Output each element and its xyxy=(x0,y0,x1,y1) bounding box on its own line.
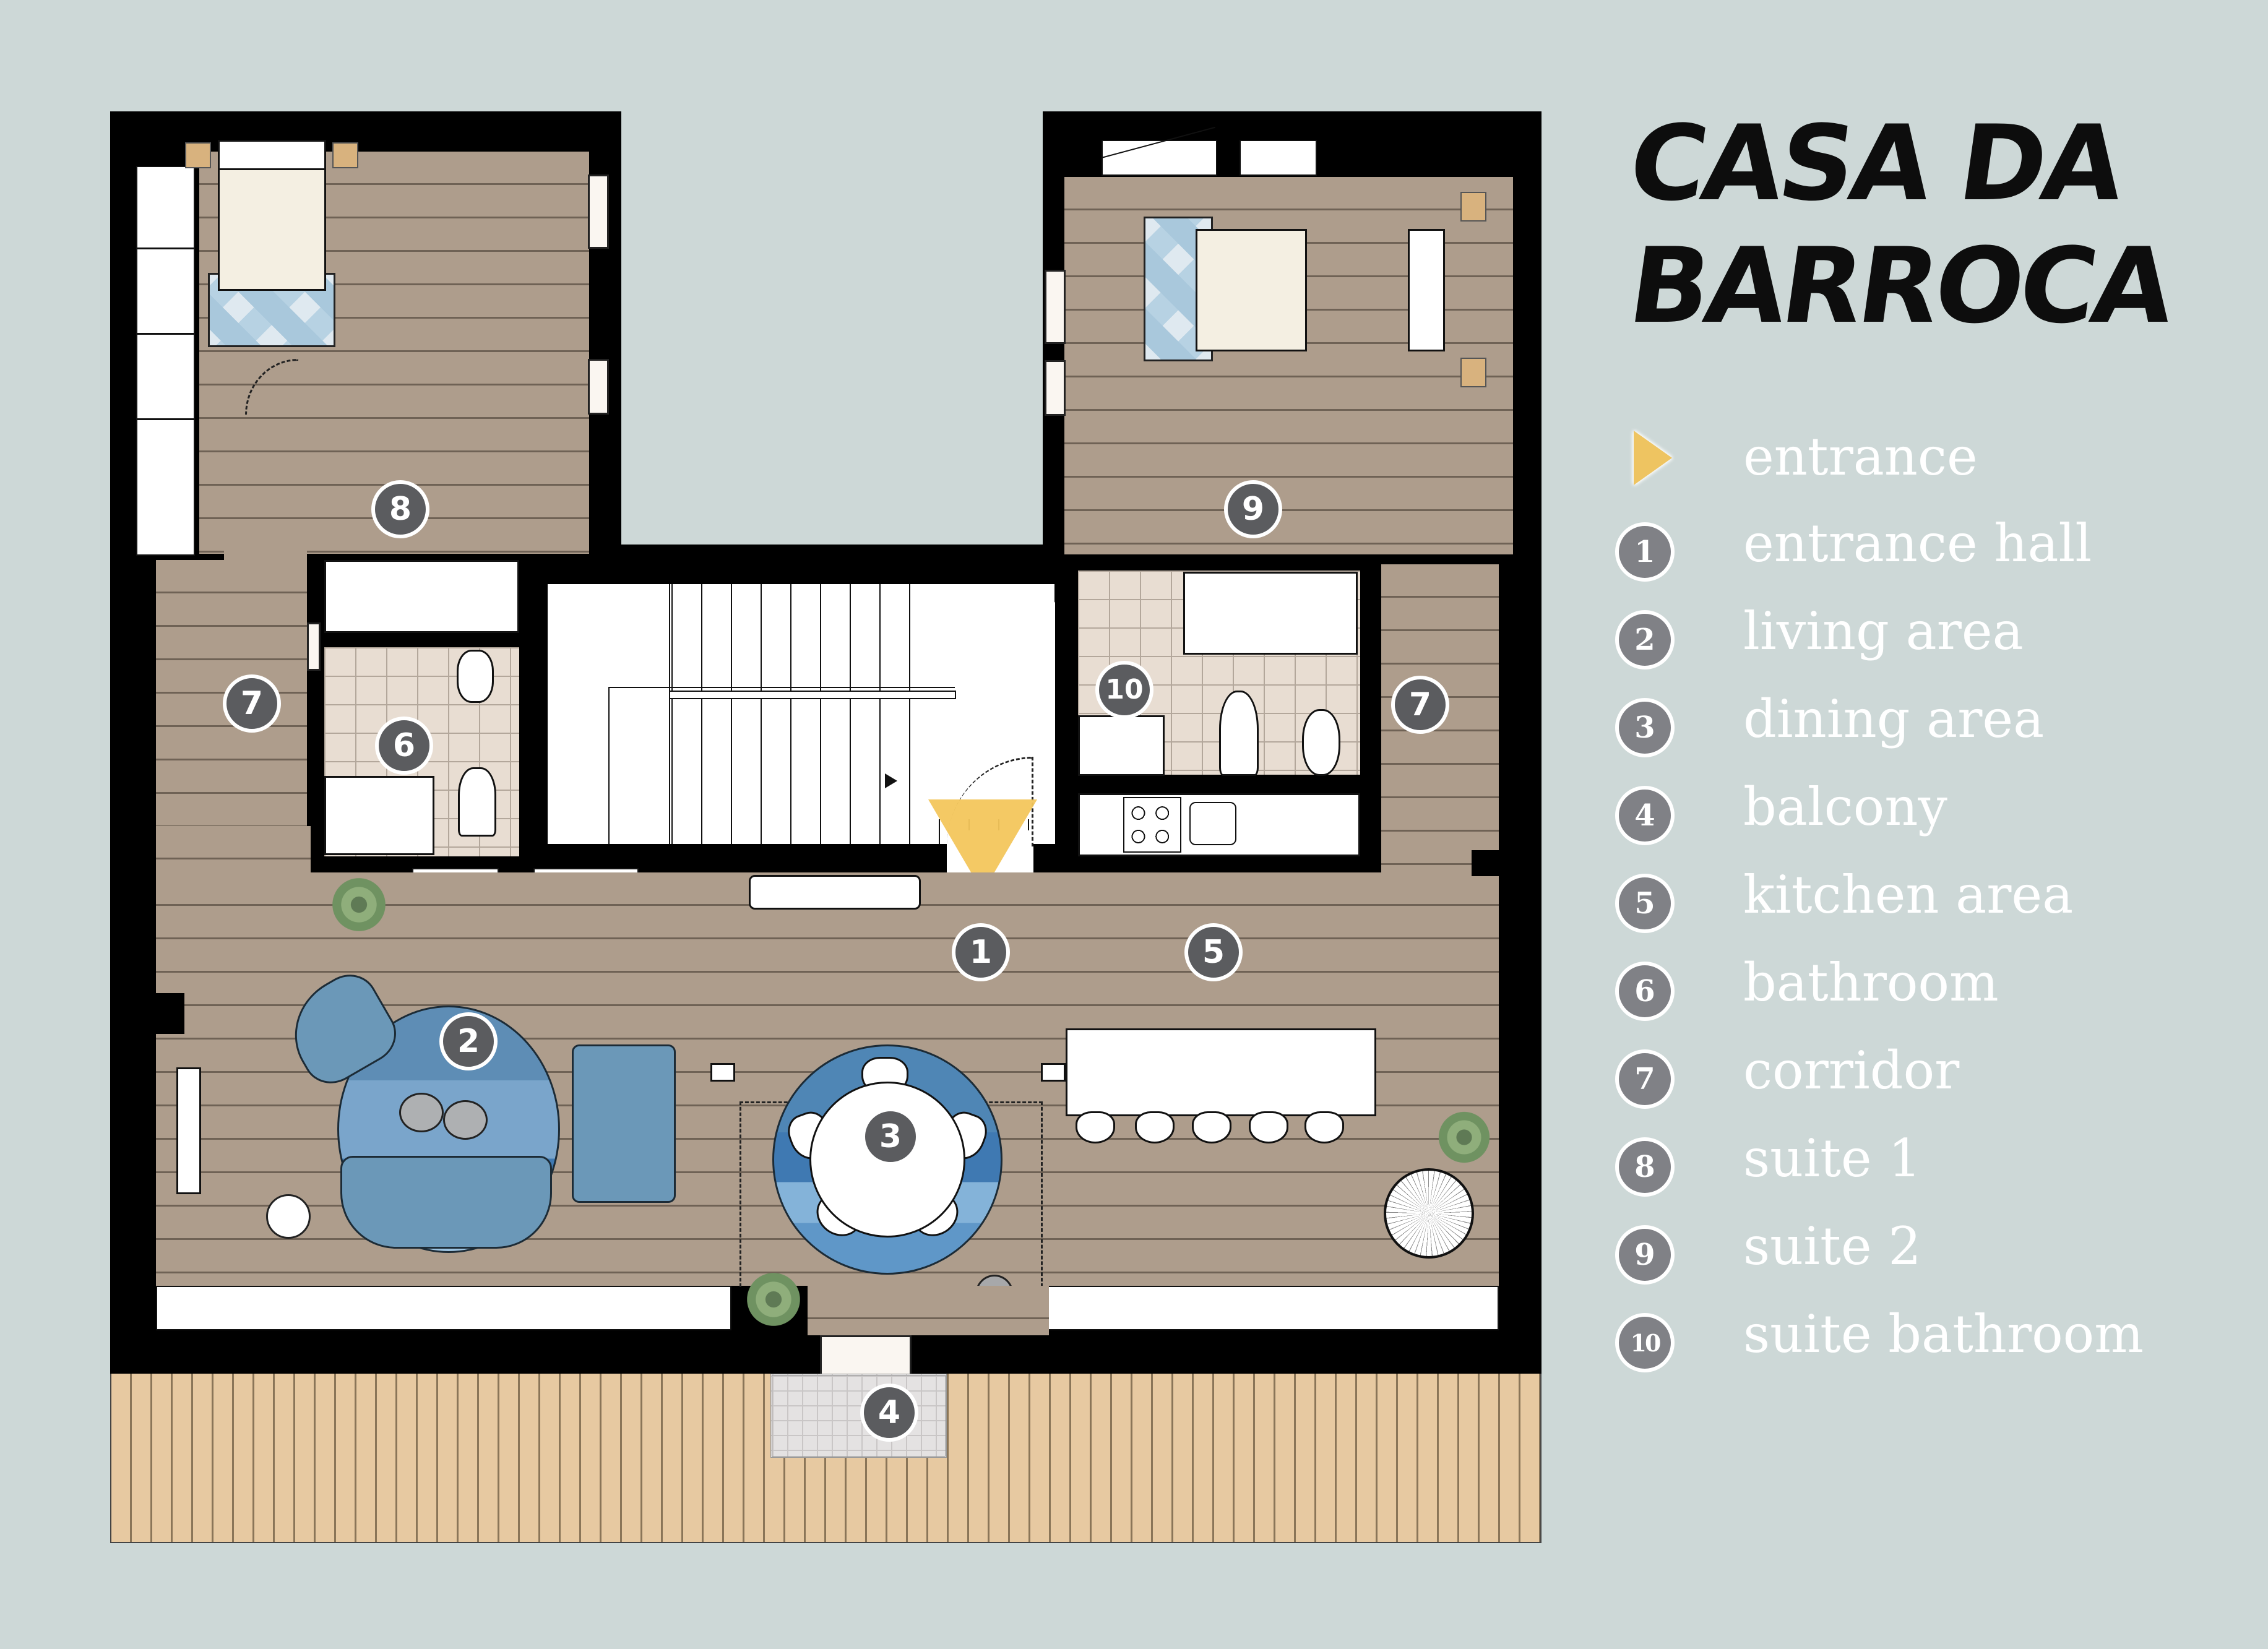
legend-label: dining area xyxy=(1743,689,2045,749)
cooktop-icon xyxy=(1123,797,1181,853)
stair-divider xyxy=(608,687,610,844)
number-3-icon: 3 xyxy=(1615,698,1675,757)
door-panel xyxy=(307,622,321,671)
room-badge-kitchen: 5 xyxy=(1184,923,1243,981)
legend-label: suite 2 xyxy=(1743,1216,1921,1277)
number-6-icon: 6 xyxy=(1615,962,1675,1021)
room-badge-living: 2 xyxy=(439,1012,498,1070)
room-badge-dining: 3 xyxy=(861,1108,920,1166)
room-badge-entrance-hall: 1 xyxy=(952,923,1010,981)
room-badge-suite-1: 8 xyxy=(371,480,429,538)
floor-plan: 8 9 7 6 10 7 xyxy=(110,111,1541,1543)
room-badge-suite-2: 9 xyxy=(1224,480,1282,538)
loveseat xyxy=(572,1044,676,1203)
page-title: CASA DA BARROCA xyxy=(1622,103,2178,384)
bar-stool xyxy=(1304,1111,1344,1143)
legend-label: suite 1 xyxy=(1743,1128,1921,1189)
room-badge-corridor-right: 7 xyxy=(1391,676,1449,734)
nightstand xyxy=(332,142,358,168)
suite-1-wardrobe xyxy=(136,166,195,556)
number-2-icon: 2 xyxy=(1615,610,1675,670)
window xyxy=(1045,360,1066,416)
suite-2-bed xyxy=(1196,229,1307,351)
legend-label: kitchen area xyxy=(1743,864,2074,925)
stair-divider xyxy=(608,687,955,688)
nightstand xyxy=(185,142,211,168)
sofa xyxy=(340,1156,552,1249)
window xyxy=(588,359,609,415)
wardrobe-divider xyxy=(136,418,195,420)
window xyxy=(1045,270,1066,344)
wall-light xyxy=(710,1063,735,1082)
wardrobe-divider xyxy=(136,248,195,249)
title-line-1: CASA DA xyxy=(1622,103,2129,224)
wall-pier xyxy=(1472,850,1499,876)
entrance-triangle-icon xyxy=(1634,431,1672,485)
suite-2-wardrobe xyxy=(1102,140,1217,176)
stair-handrail xyxy=(669,691,956,699)
wall-pier xyxy=(155,993,184,1034)
legend-label: entrance hall xyxy=(1743,513,2092,574)
corridor-connector-floor xyxy=(156,826,311,876)
number-4-icon: 4 xyxy=(1615,786,1675,845)
number-8-icon: 8 xyxy=(1615,1137,1675,1197)
hall-bench xyxy=(749,875,921,910)
tv-console xyxy=(176,1067,201,1194)
floor-lamp xyxy=(1384,1168,1474,1259)
bathroom-vanity xyxy=(324,776,434,855)
legend-label: balcony xyxy=(1743,777,1947,837)
suite-bathtub xyxy=(1183,572,1358,655)
suite-2-headboard xyxy=(1408,229,1445,351)
suite-1-headboard xyxy=(218,140,326,171)
plant xyxy=(743,1268,804,1330)
corridor-left-floor xyxy=(224,545,307,575)
bar-stool xyxy=(1249,1111,1288,1143)
room-badge-corridor-left: 7 xyxy=(223,674,281,733)
number-7-icon: 7 xyxy=(1615,1049,1675,1109)
suite-bidet xyxy=(1302,709,1340,776)
bottom-window-left xyxy=(156,1286,731,1330)
suite-toilet xyxy=(1219,691,1259,776)
bidet xyxy=(457,650,494,703)
suite-1-bed-foot xyxy=(218,168,326,291)
bar-stool xyxy=(1135,1111,1175,1143)
legend-label: corridor xyxy=(1743,1040,1960,1101)
balcony-door-recess xyxy=(808,1286,1049,1335)
coffee-table xyxy=(399,1093,444,1132)
kitchen-sink-icon xyxy=(1189,802,1236,845)
room-badge-bathroom: 6 xyxy=(375,717,433,775)
legend-label: living area xyxy=(1743,601,2024,661)
room-badge-suite-bathroom: 10 xyxy=(1095,661,1153,719)
balcony-tiled-area xyxy=(770,1374,947,1458)
room-badge-balcony: 4 xyxy=(860,1384,918,1442)
bar-stool xyxy=(1192,1111,1231,1143)
wardrobe-divider xyxy=(136,333,195,335)
side-table xyxy=(266,1194,311,1239)
bottom-window-right xyxy=(1047,1286,1499,1330)
number-1-icon: 1 xyxy=(1615,522,1675,582)
suite-2-wardrobe xyxy=(1240,140,1317,176)
legend-label: bathroom xyxy=(1743,952,1999,1013)
kitchen-island xyxy=(1066,1028,1376,1116)
nightstand xyxy=(1460,192,1486,222)
suite-sink xyxy=(1078,715,1165,776)
wall-light xyxy=(1041,1063,1066,1082)
number-5-icon: 5 xyxy=(1615,874,1675,933)
window xyxy=(588,174,609,249)
corridor-connector-floor xyxy=(1381,872,1499,879)
legend-label: suite bathroom xyxy=(1743,1304,2144,1364)
bathtub xyxy=(324,560,519,633)
number-10-icon: 10 xyxy=(1615,1313,1675,1372)
title-line-2: BARROCA xyxy=(1622,225,2178,347)
coffee-table xyxy=(443,1100,488,1140)
plant xyxy=(328,874,390,936)
legend-label: entrance xyxy=(1743,426,1978,487)
plant xyxy=(1434,1108,1494,1167)
bar-stool xyxy=(1076,1111,1115,1143)
balcony-door xyxy=(820,1335,912,1379)
stair-direction-arrow-icon xyxy=(885,773,897,788)
number-9-icon: 9 xyxy=(1615,1225,1675,1285)
toilet xyxy=(458,767,496,837)
nightstand xyxy=(1460,358,1486,387)
